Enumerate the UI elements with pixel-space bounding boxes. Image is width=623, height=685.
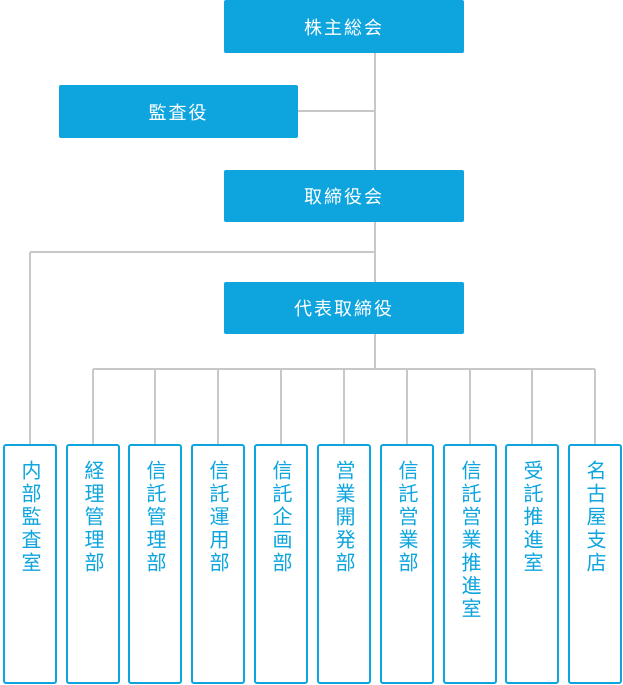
department-label: 信託企画部	[269, 460, 293, 575]
department-box: 信託営業推進室	[443, 444, 497, 684]
department-box: 受託推進室	[505, 444, 559, 684]
department-label: 内部監査室	[18, 460, 42, 575]
department-label: 営業開発部	[332, 460, 356, 575]
board-of-directors-box: 取締役会	[224, 170, 464, 222]
shareholders-meeting-box: 株主総会	[224, 0, 464, 53]
department-label: 信託営業部	[395, 460, 419, 575]
auditor-box: 監査役	[59, 85, 298, 138]
department-label: 信託運用部	[206, 460, 230, 575]
representative-director-box: 代表取締役	[224, 282, 464, 334]
board-of-directors-label: 取締役会	[304, 187, 384, 208]
department-label: 信託管理部	[143, 460, 167, 575]
department-box: 信託企画部	[254, 444, 308, 684]
department-box: 信託管理部	[128, 444, 182, 684]
department-box: 内部監査室	[3, 444, 57, 684]
department-label: 経理管理部	[81, 460, 105, 575]
department-label: 受託推進室	[520, 460, 544, 575]
department-box: 営業開発部	[317, 444, 371, 684]
representative-director-label: 代表取締役	[294, 299, 394, 320]
department-label: 名古屋支店	[583, 460, 607, 575]
department-box: 信託運用部	[191, 444, 245, 684]
department-box: 名古屋支店	[568, 444, 622, 684]
auditor-label: 監査役	[148, 102, 209, 124]
shareholders-meeting-label: 株主総会	[304, 17, 384, 39]
department-box: 信託営業部	[380, 444, 434, 684]
department-label: 信託営業推進室	[458, 460, 482, 621]
department-box: 経理管理部	[66, 444, 120, 684]
